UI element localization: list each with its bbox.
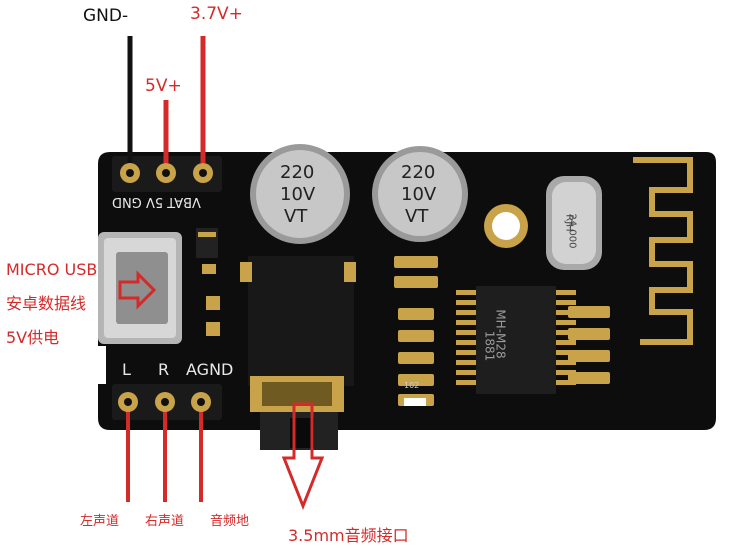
cap2-value: 220 <box>401 162 436 183</box>
silk-right: R <box>158 360 170 379</box>
small-marking: 102 <box>404 381 420 390</box>
chip-marking-1: MH-M28 <box>493 309 508 359</box>
cap1-series: VT <box>284 206 308 227</box>
usb-label-3: 5V供电 <box>6 328 60 347</box>
audio-jack <box>240 256 356 450</box>
chip-marking-2: 1881 <box>482 330 497 362</box>
bottom-header <box>112 384 222 420</box>
antenna-trace <box>633 157 693 345</box>
silk-agnd: AGND <box>186 360 234 379</box>
main-chip <box>456 286 576 394</box>
crystal-marking-2: 24.000 <box>566 213 578 249</box>
micro-usb-connector <box>98 232 182 344</box>
v37-label: 3.7V+ <box>190 4 243 24</box>
cap1-voltage: 10V <box>280 184 316 205</box>
cap2-series: VT <box>405 206 429 227</box>
jack-label: 3.5mm音频接口 <box>288 526 409 545</box>
silk-top-pins: VBAT 5V GND <box>112 194 201 209</box>
capacitor-2 <box>372 146 468 242</box>
cap1-value: 220 <box>280 162 315 183</box>
capacitor-1 <box>250 144 350 244</box>
usb-label-1: MICRO USB <box>6 260 98 279</box>
cap2-voltage: 10V <box>401 184 437 205</box>
v5-label: 5V+ <box>145 76 182 96</box>
left-channel-label: 左声道 <box>80 514 120 529</box>
jack-arrow <box>281 402 325 511</box>
silk-left: L <box>122 360 131 379</box>
audio-ground-label: 音频地 <box>210 514 250 529</box>
top-header <box>112 156 222 192</box>
right-channel-label: 右声道 <box>145 514 185 529</box>
crystal-oscillator <box>546 176 602 270</box>
gnd-label: GND- <box>83 6 129 26</box>
usb-label-2: 安卓数据线 <box>6 294 87 313</box>
usb-arrow <box>118 270 157 310</box>
